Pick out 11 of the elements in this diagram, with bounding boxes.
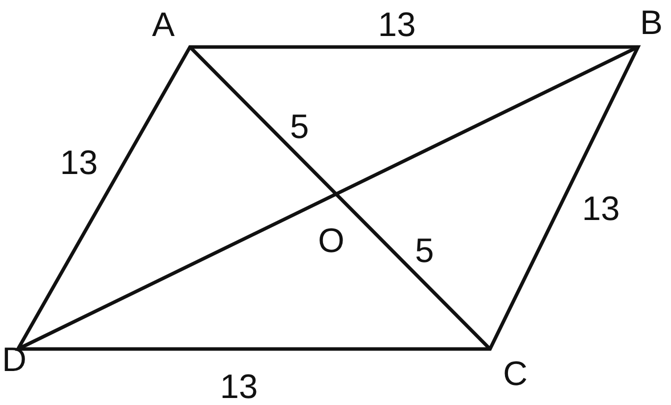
vertex-label: O xyxy=(318,224,344,258)
vertex-label: C xyxy=(503,357,528,391)
side-length-label: 13 xyxy=(220,370,258,404)
segment-length-label: 5 xyxy=(290,110,309,144)
side-length-label: 13 xyxy=(582,192,620,226)
segment-length-label: 5 xyxy=(415,234,434,268)
vertex-label: D xyxy=(2,343,27,377)
side-length-label: 13 xyxy=(378,8,416,42)
vertex-label: A xyxy=(152,8,175,42)
side-length-label: 13 xyxy=(60,146,98,180)
vertex-label: B xyxy=(640,6,663,40)
